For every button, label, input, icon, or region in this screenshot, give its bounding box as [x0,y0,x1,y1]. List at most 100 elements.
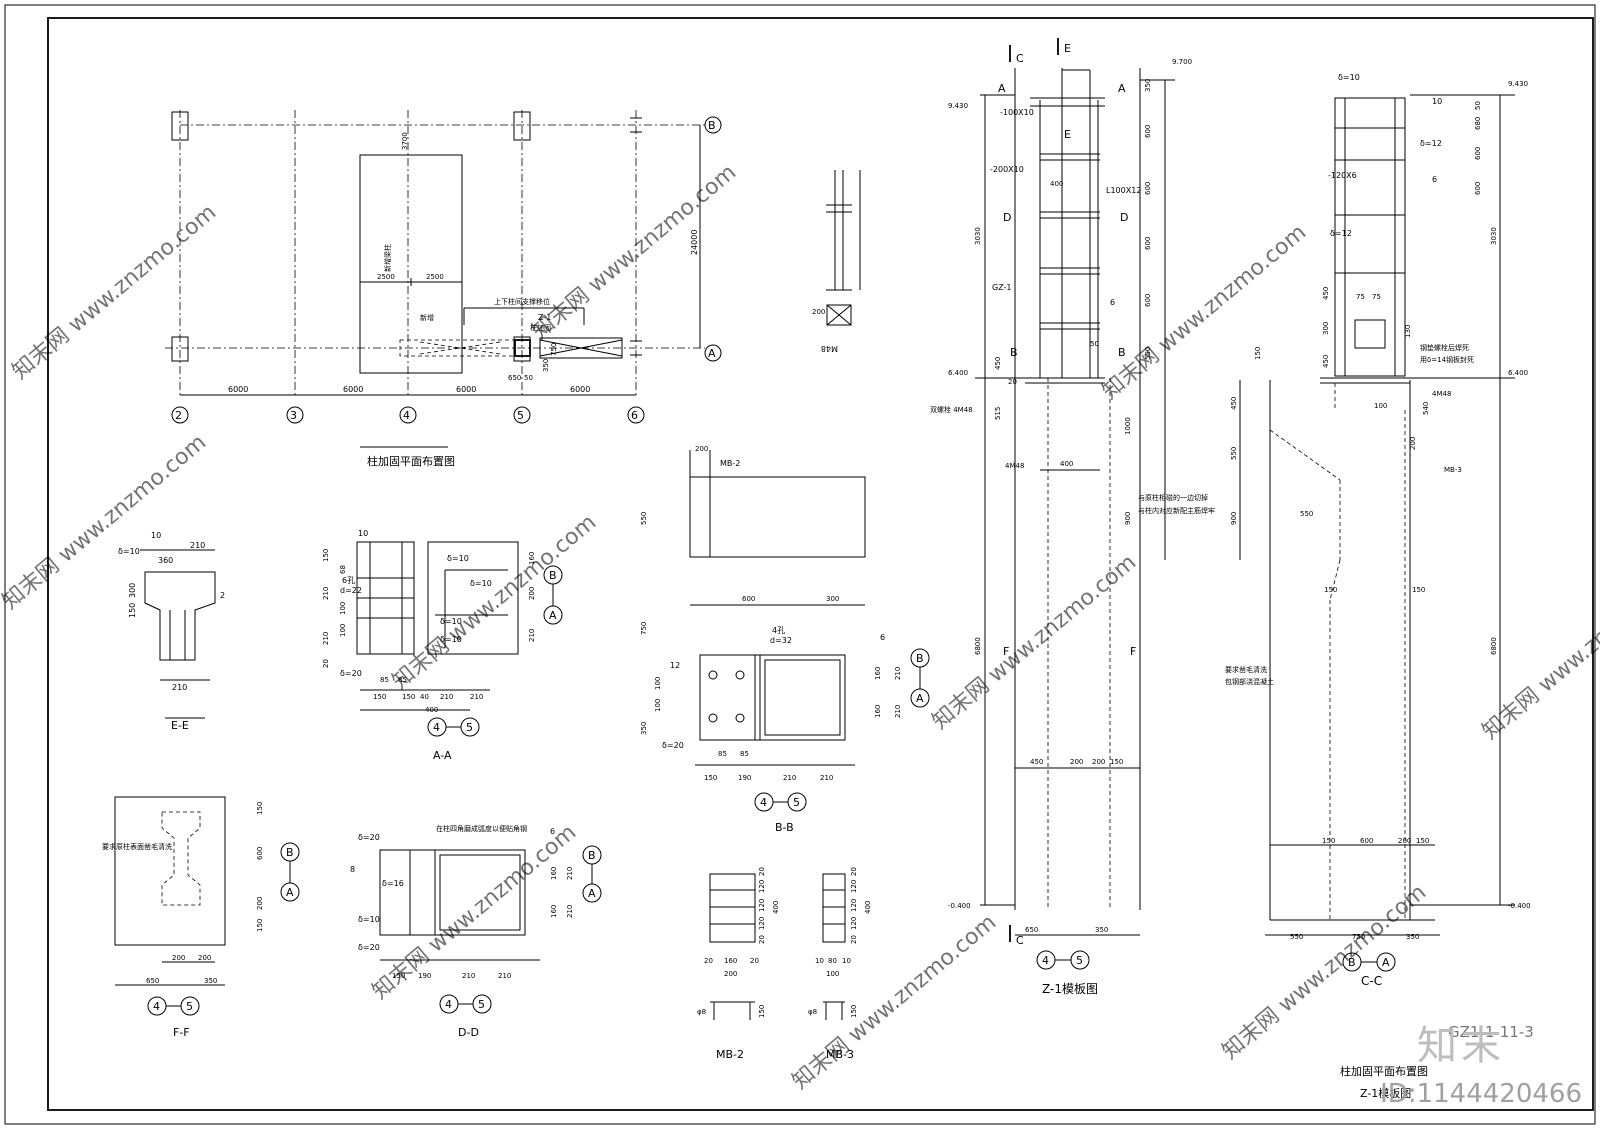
mb2-h120c: 120 [758,917,766,930]
z1-cut-f-left: F [1003,645,1009,658]
mb3-w100: 100 [826,970,839,978]
cc-d550: 550 [1230,447,1238,460]
z1-title: Z-1模板图 [1042,982,1098,996]
z1-cut-d-left: D [1003,211,1011,224]
z1-m48: 4M48 [1005,462,1024,470]
z1-dim-r8: 900 [1124,512,1132,525]
section-aa [356,541,563,737]
z1-note2: 与柱内对应新配主筋焊牢 [1138,506,1215,515]
mb3-h20b: 20 [850,935,858,944]
mb3-h400: 400 [864,901,872,914]
dd-w150: 150 [392,972,405,980]
svg-text:知末网 www.znzmo.com: 知末网 www.znzmo.com [8,200,221,385]
aa-d10d: δ=10 [440,635,462,644]
cc-d200: 200 [1409,437,1417,450]
aa-r200: 200 [528,587,536,600]
mb2-title: MB-2 [716,1048,744,1061]
aa-h210b: 210 [322,632,330,645]
bb-w190: 190 [738,774,751,782]
bb-d200: 200 [695,445,708,453]
cc-d450b: 450 [1322,355,1330,368]
cc-d3030: 3030 [1490,227,1498,245]
z1-b200a: 200 [1070,758,1083,766]
mb2-h20a: 20 [758,867,766,876]
z1-cut-e-top: E [1064,42,1071,55]
dd-r210b: 210 [566,905,574,918]
z1-angle: L100X12 [1106,186,1141,195]
z1-dim-r3: 600 [1144,182,1152,195]
mb2-h20b: 20 [758,935,766,944]
cc-axis-B: B [1348,956,1356,969]
dd-r160a: 160 [550,867,558,880]
ff-d150a: 150 [256,802,264,815]
dd-w210a: 210 [462,972,475,980]
z1-pl1: -100X10 [1000,108,1034,117]
bb-axis-5: 5 [793,796,800,809]
mb3-title: MB-3 [826,1048,854,1061]
svg-text:知末网 www.znzmo.com: 知末网 www.znzmo.com [0,430,211,615]
cc-d550b: 550 [1300,510,1313,518]
bb-w210b: 210 [820,774,833,782]
mb3-w10a: 10 [815,957,824,965]
plan-view [165,110,722,448]
z1-dim-r6: 550 [1144,347,1152,360]
cc-d900: 900 [1230,512,1238,525]
plan-span-4: 6000 [570,385,590,394]
bb-d300: 300 [826,595,839,603]
plan-axis-6: 6 [631,409,638,422]
plan-dim-2500b: 2500 [426,273,444,281]
ee-d10: δ=10 [118,547,140,556]
z1-cut-c-bottom: C [1016,934,1024,947]
cc-d6800: 6800 [1490,637,1498,655]
bb-n4: 4孔 [772,626,785,635]
plan-axis-5: 5 [517,409,524,422]
plan-label-col: 柱加固 [530,323,551,332]
ff-title: F-F [173,1026,190,1039]
dd-axis-A: A [588,887,596,900]
dd-note: 在柱四角磨成弧度以便贴角钢 [436,824,527,833]
bb-axis-4: 4 [760,796,767,809]
z1-cut-a-left: A [998,82,1006,95]
ff-d150b: 150 [256,919,264,932]
dd-d16: δ=16 [382,879,404,888]
m48-label: M48 [821,344,838,353]
svg-text:知末网 www.znzmo.com: 知末网 www.znzmo.com [928,550,1141,735]
mb3-h120b: 120 [850,899,858,912]
dd-r210a: 210 [566,867,574,880]
svg-text:知末网 www.znzmo.com: 知末网 www.znzmo.com [788,910,1001,1095]
z1-w350: 350 [1095,926,1108,934]
ee-n10: 10 [151,531,161,540]
ff-w350: 350 [204,977,217,985]
ff-axis-A: A [286,886,294,899]
dd-n6: 6 [550,827,555,836]
mb2-w20a: 20 [704,957,713,965]
z1-axis-4: 4 [1042,954,1049,967]
bb-d750: 750 [640,622,648,635]
mb2-h400: 400 [772,901,780,914]
aa-h100b: 100 [339,624,347,637]
cc-mb3: MB-3 [1444,466,1462,474]
ff-d200: 200 [256,897,264,910]
z1-dim-r2: 600 [1144,125,1152,138]
aa-w85a: 85 [380,676,389,684]
cc-d10: δ=10 [1338,73,1360,82]
ee-2: 2 [220,591,225,600]
ff-note: 要求原柱表面凿毛清洗 [102,842,172,851]
aa-h68: 68 [339,565,347,574]
ff-axis-B: B [286,846,294,859]
ff-d600: 600 [256,847,264,860]
dd-d10: δ=10 [358,915,380,924]
ee-210: 210 [190,541,205,550]
plan-dim-50: 50 [524,374,533,382]
mb3-h20a: 20 [850,867,858,876]
title-line1: 柱加固平面布置图 [1340,1064,1428,1078]
mb2-h120a: 120 [758,880,766,893]
z1-i6: 6 [1110,298,1115,307]
z1-cut-a-right: A [1118,82,1126,95]
m48-detail [826,170,861,326]
bb-w150: 150 [704,774,717,782]
plan-dim-750: 750 [550,343,558,356]
dd-title: D-D [458,1026,479,1039]
section-dd [379,845,602,1014]
z1-cut-e-mid: E [1064,128,1071,141]
